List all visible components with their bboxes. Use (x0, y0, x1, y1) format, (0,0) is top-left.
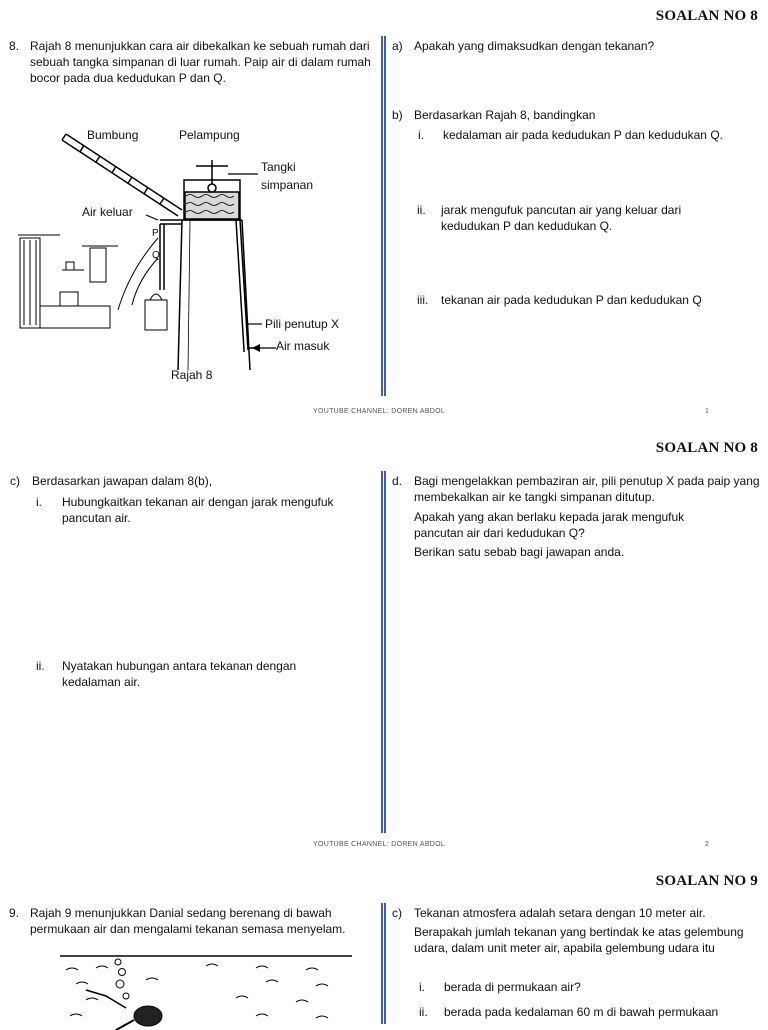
label-air-masuk: Air masuk (276, 339, 330, 353)
part-c-i-number: i. (36, 495, 42, 509)
page1-column-divider-b (384, 36, 386, 396)
label-simpanan: simpanan (261, 178, 314, 192)
label-pili-penutup-x: Pili penutup X (265, 317, 340, 331)
page3-part-c-text-2: Berapakah jumlah tekanan yang bertindak … (414, 925, 744, 955)
figure-caption: Rajah 8 (171, 368, 213, 382)
label-pelampung: Pelampung (179, 128, 240, 142)
page1-header: SOALAN NO 8 (655, 8, 758, 24)
part-d-text-3: Berikan satu sebab bagi jawapan anda. (414, 545, 625, 559)
question-8-number: 8. (9, 39, 20, 53)
part-c-ii-number: ii. (36, 659, 45, 673)
part-b-number: b) (392, 108, 403, 122)
page2-number: 2 (705, 841, 709, 848)
label-air-keluar: Air keluar (82, 205, 133, 219)
page1-number: 1 (705, 408, 709, 415)
page3-header: SOALAN NO 9 (655, 873, 758, 889)
figure-rajah-8: Bumbung Pelampung Tangki simpanan Air ke… (0, 120, 380, 390)
page2-column-divider-a (381, 471, 383, 833)
part-b-ii-number: ii. (417, 203, 426, 217)
roof-shape (61, 133, 183, 217)
part-c-ii-text: Nyatakan hubungan antara tekanan dengan … (62, 659, 297, 689)
tower (160, 219, 256, 371)
page2-header: SOALAN NO 8 (655, 440, 758, 456)
page3-part-c-i-text: berada di permukaan air? (444, 980, 581, 994)
part-d-text-1: Bagi mengelakkan pembaziran air, pili pe… (414, 474, 760, 504)
page1-footer: YOUTUBE CHANNEL: DOREN ABDOL (313, 408, 446, 415)
label-q: Q (152, 250, 160, 261)
page3-part-c-ii-text: berada pada kedalaman 60 m di bawah perm… (444, 1005, 719, 1019)
part-c-i-text: Hubungkaitkan tekanan air dengan jarak m… (62, 495, 334, 525)
question-8-text: Rajah 8 menunjukkan cara air dibekalkan … (30, 39, 371, 85)
part-b-text: Berdasarkan Rajah 8, bandingkan (414, 108, 596, 122)
page3-part-c-number: c) (392, 906, 402, 920)
page2-footer: YOUTUBE CHANNEL: DOREN ABDOL (313, 841, 446, 848)
figure-rajah-9-swimmer (60, 955, 352, 1030)
part-d-text-2: Apakah yang akan berlaku kepada jarak me… (414, 510, 685, 540)
page3-column-divider-b (384, 903, 386, 1024)
page1-column-divider-a (381, 36, 383, 396)
part-b-iii-number: iii. (417, 293, 429, 307)
question-9-number: 9. (9, 906, 20, 920)
label-p: P (152, 228, 159, 239)
air-masuk-arrow (252, 344, 260, 352)
house-pipe (117, 224, 165, 311)
page2-column-divider-b (384, 471, 386, 833)
storage-tank (183, 160, 241, 221)
part-b-i-text: kedalaman air pada kedudukan P dan kedud… (443, 128, 723, 142)
question-9-text: Rajah 9 menunjukkan Danial sedang berena… (30, 906, 346, 936)
bathroom-scene (18, 234, 168, 331)
page3-column-divider-a (381, 903, 383, 1024)
water-supply-diagram (18, 133, 276, 371)
page3-part-c-text-1: Tekanan atmosfera adalah setara dengan 1… (414, 906, 706, 920)
part-a-number: a) (392, 39, 403, 53)
label-bumbung: Bumbung (87, 128, 139, 142)
label-tangki: Tangki (261, 160, 296, 174)
page3-part-c-ii-number: ii. (419, 1005, 428, 1019)
page3-part-c-i-number: i. (419, 980, 425, 994)
part-d-number: d. (392, 474, 403, 488)
part-a-text: Apakah yang dimaksudkan dengan tekanan? (414, 39, 655, 53)
part-c-text: Berdasarkan jawapan dalam 8(b), (32, 474, 213, 488)
part-c-number: c) (10, 474, 20, 488)
part-b-iii-text: tekanan air pada kedudukan P dan keduduk… (441, 293, 702, 307)
part-b-ii-text: jarak mengufuk pancutan air yang keluar … (441, 203, 682, 233)
part-b-i-number: i. (418, 128, 424, 142)
